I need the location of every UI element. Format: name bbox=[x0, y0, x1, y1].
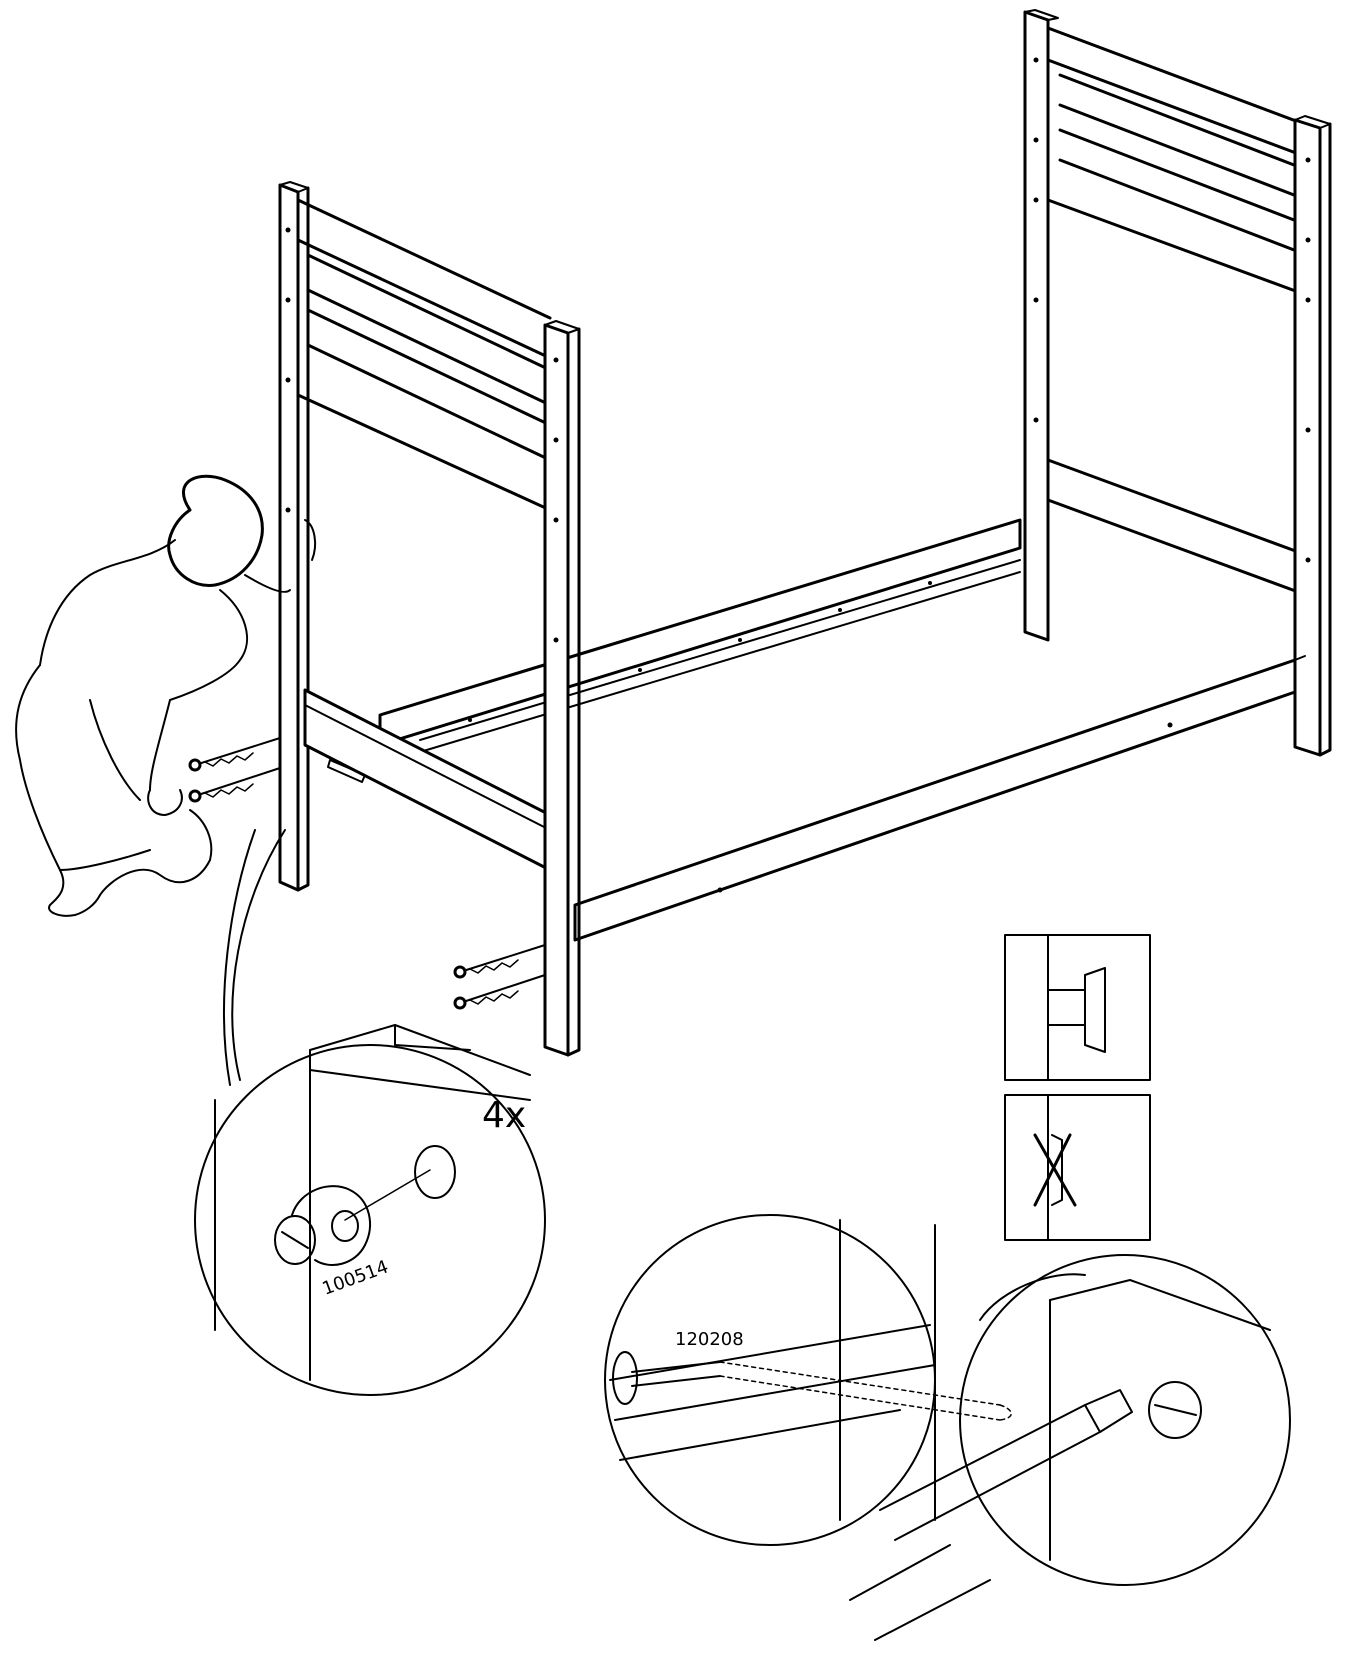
bolt-detail: 120208 bbox=[604, 1214, 1291, 1641]
right-headboard bbox=[1023, 9, 1332, 757]
bolt-part-number: 120208 bbox=[675, 1329, 744, 1350]
front-side-rail bbox=[573, 655, 1306, 942]
cam-nut-part-number: 100514 bbox=[320, 1256, 392, 1299]
wrong-orientation-box bbox=[1004, 1094, 1151, 1241]
back-side-rail bbox=[378, 518, 1022, 753]
left-headboard bbox=[278, 181, 581, 1057]
front-bolts bbox=[453, 944, 546, 1010]
rear-bolts bbox=[188, 737, 281, 803]
person-figure bbox=[15, 474, 317, 917]
quantity-label: 4x bbox=[482, 1095, 526, 1136]
cam-nut-detail: 4x 100514 bbox=[194, 829, 546, 1396]
correct-orientation-box bbox=[1004, 934, 1151, 1081]
